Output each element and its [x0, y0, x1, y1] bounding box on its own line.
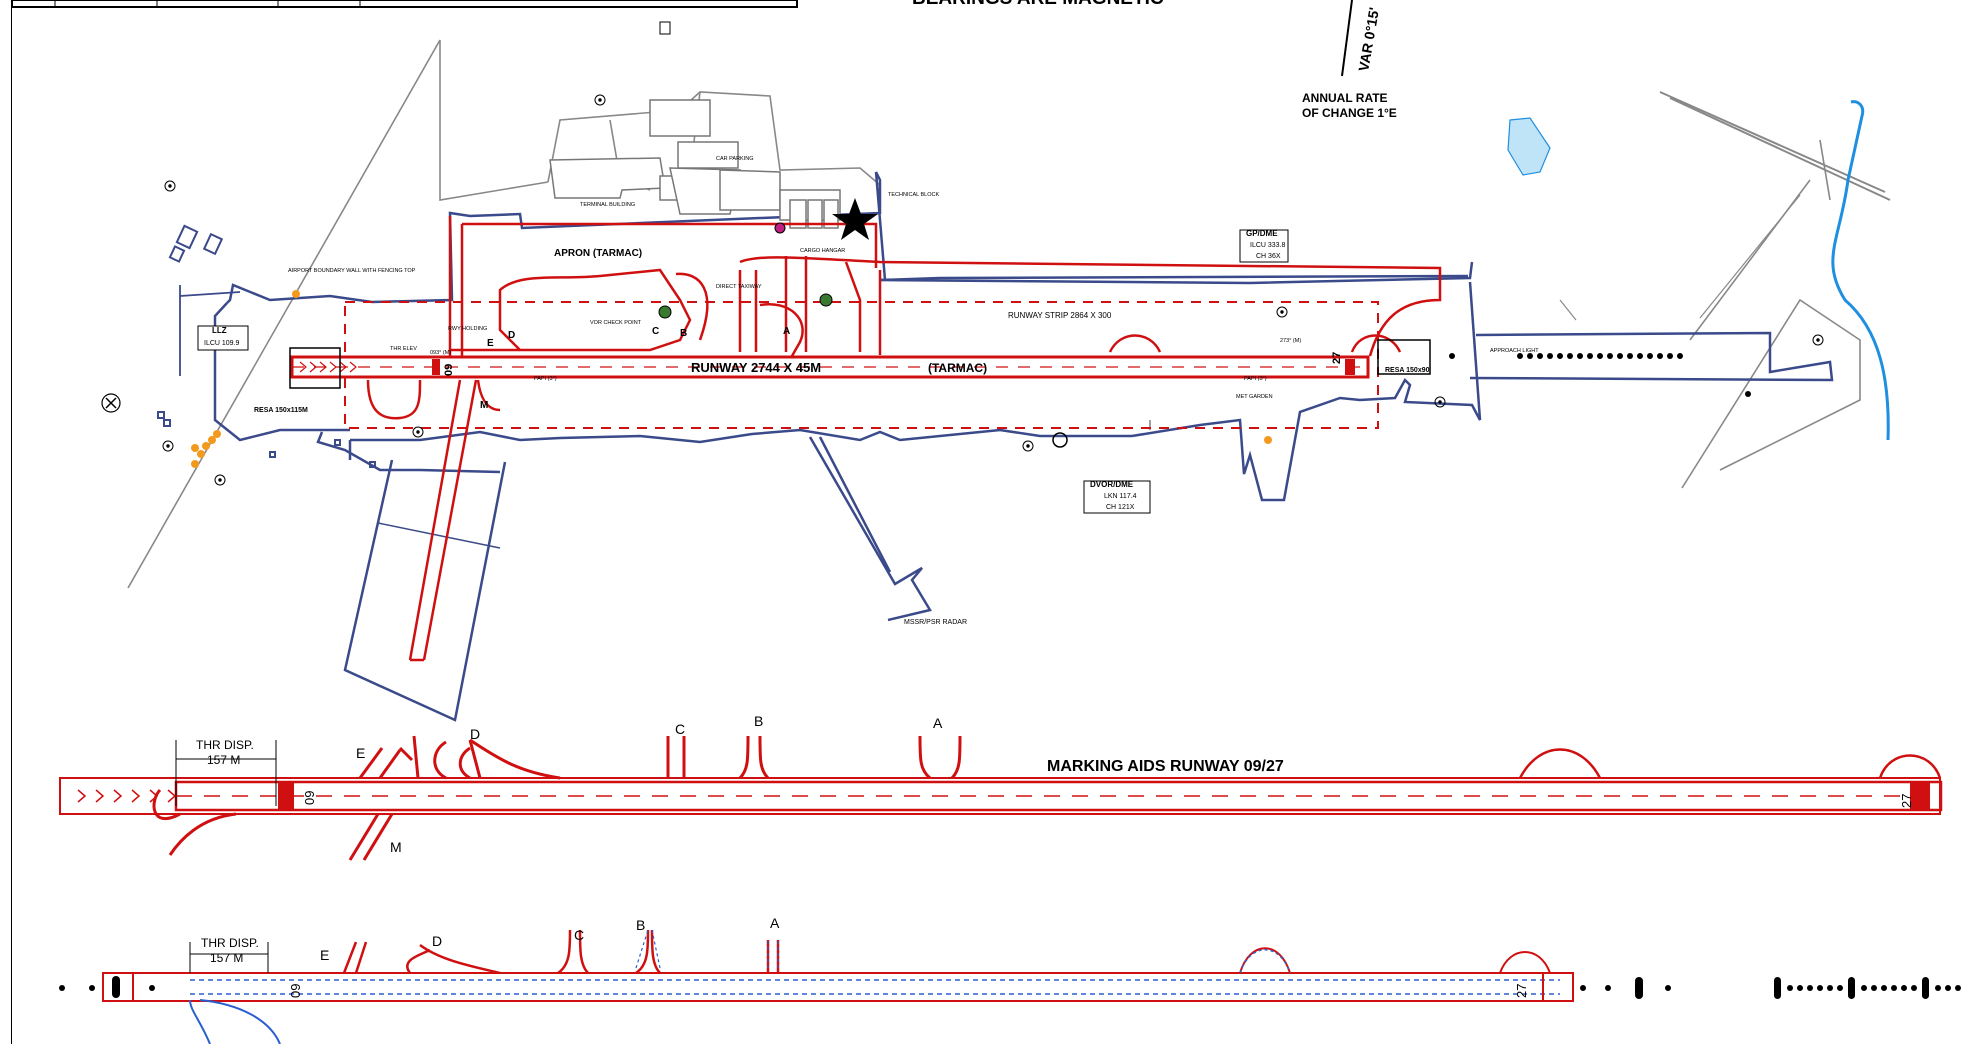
llz-freq: ILCU 109.9 — [204, 340, 240, 347]
heading-09-label: 093° (M) — [430, 350, 451, 356]
lighting-thr-disp: THR DISP. — [201, 936, 259, 950]
boundary-wall-label: AIRPORT BOUNDARY WALL WITH FENCING TOP — [288, 268, 416, 274]
resa-east-label: RESA 150x90 — [1385, 367, 1430, 374]
marking-twy-e: E — [356, 745, 365, 761]
marking-aids-title: MARKING AIDS RUNWAY 09/27 — [1047, 758, 1284, 775]
marking-thr-disp: THR DISP. — [196, 738, 254, 752]
lighting-twy-c: C — [574, 927, 584, 943]
vor-check-label: VOR CHECK POINT — [590, 320, 642, 326]
runway-strip-label: RUNWAY STRIP 2864 X 300 — [1008, 311, 1112, 320]
technical-block-label: TECHNICAL BLOCK — [888, 192, 939, 198]
marking-rwy-09: 09 — [302, 791, 317, 805]
small-buildings-west — [157, 224, 376, 468]
marking-twy-m: M — [390, 839, 402, 855]
radar-label: MSSR/PSR RADAR — [904, 619, 967, 626]
marking-twy-a: A — [933, 715, 943, 731]
lighting-twy-b: B — [636, 917, 645, 933]
marking-twy-c: C — [675, 721, 685, 737]
magnetic-variation: VAR 0°15' ANNUAL RATE OF CHANGE 1°E — [1302, 0, 1397, 120]
gp-title: GP/DME — [1246, 229, 1278, 238]
lighting-twy-d: D — [432, 933, 442, 949]
lighting-rwy-27: 27 — [1514, 984, 1529, 998]
llz-box: LLZ ILCU 109.9 — [197, 325, 249, 351]
gp-freq: ILCU 333.8 — [1250, 242, 1286, 249]
terminal-buildings — [549, 99, 841, 229]
marking-aids-diagram — [59, 735, 1943, 861]
runway-label: RUNWAY 2744 X 45M — [691, 360, 821, 375]
resa-west-box — [289, 347, 341, 389]
marking-twy-d: D — [470, 726, 480, 742]
outer-fence-west — [179, 285, 241, 376]
direct-twy-label: DIRECT TAXIWAY — [716, 284, 762, 290]
lighting-twy-letters: E D C B A — [320, 915, 780, 963]
lighting-approach-lights — [59, 977, 1961, 999]
map-twy-c: C — [652, 326, 659, 337]
marking-rwy-27: 27 — [1899, 794, 1914, 808]
gp-ch: CH 36X — [1256, 253, 1281, 260]
frame-left-border — [11, 0, 12, 1044]
dvor-freq: LKN 117.4 — [1104, 493, 1137, 500]
resa-east-box — [1377, 339, 1431, 375]
marking-twy-b: B — [754, 713, 763, 729]
navaid-symbols — [101, 21, 1068, 448]
heading-27-label: 273° (M) — [1280, 338, 1301, 344]
gp-dme-box: GP/DME ILCU 333.8 CH 36X — [1239, 229, 1289, 263]
map-taxiway-letters: M E D C B A — [480, 326, 790, 411]
map-small-labels: PAPI (3°) PAPI (3°) 093° (M) 273° (M) TH… — [288, 156, 1539, 400]
lighting-thr-dist: 157 M — [210, 951, 243, 965]
lighting-aids-diagram — [102, 929, 1574, 1044]
papi-27-label: PAPI (3°) — [1244, 376, 1267, 382]
llz-title: LLZ — [212, 326, 227, 335]
marking-twy-letters: E D C B A M — [356, 713, 943, 855]
runway-end-09: 09 — [443, 364, 455, 376]
runway-surface-label: (TARMAC) — [928, 361, 987, 375]
map-twy-a: A — [783, 326, 790, 337]
rwy-holding-label: RWY HOLDING — [448, 326, 487, 332]
map-twy-e: E — [487, 338, 494, 349]
aerodrome-reference-star-icon — [832, 198, 878, 240]
chart-title-fragment: BEARINGS ARE MAGNETIC — [912, 0, 1164, 9]
road-label-grid — [1559, 194, 1801, 321]
lighting-twy-e: E — [320, 947, 329, 963]
approach-lights-map — [1449, 353, 1751, 397]
cargo-hangar-label: CARGO HANGAR — [800, 248, 845, 254]
apron-label: APRON (TARMAC) — [554, 248, 642, 259]
map-twy-d: D — [508, 330, 515, 341]
map-twy-b: B — [680, 328, 687, 339]
taxiway-system — [366, 216, 1442, 662]
annual-rate-line1: ANNUAL RATE — [1302, 91, 1388, 105]
river — [1831, 100, 1890, 441]
papi-09-label: PAPI (3°) — [534, 376, 557, 382]
dvor-dme-box: DVOR/DME LKN 117.4 CH 121X — [1083, 480, 1151, 514]
pond — [1507, 117, 1551, 176]
runway-09-27 — [290, 355, 1370, 379]
boundary-south-extension — [316, 431, 932, 722]
beacon-icon — [659, 21, 671, 35]
approach-light-label: APPROACH LIGHT — [1490, 348, 1539, 354]
lighting-twy-a: A — [770, 915, 780, 931]
lighting-rwy-09: 09 — [288, 984, 303, 998]
obstacle-markers — [162, 94, 1824, 486]
var-label: VAR 0°15' — [1355, 6, 1382, 72]
met-garden-label: MET GARDEN — [1236, 394, 1273, 400]
runway-end-27: 27 — [1331, 352, 1343, 364]
car-parking-label: CAR PARKING — [716, 156, 754, 162]
thr-elev-label: THR ELEV — [390, 346, 417, 352]
map-twy-m: M — [480, 400, 488, 411]
wind-indicator-icon — [105, 397, 117, 409]
marking-thr-dist: 157 M — [207, 753, 240, 767]
dvor-title: DVOR/DME — [1090, 480, 1134, 489]
airport-boundary — [213, 171, 1834, 502]
dvor-ch: CH 121X — [1106, 504, 1135, 511]
annual-rate-line2: OF CHANGE 1°E — [1302, 106, 1397, 120]
resa-west-label: RESA 150x115M — [254, 407, 308, 414]
legend-table-fragment — [11, 0, 798, 8]
obstruction-lights — [191, 290, 1272, 468]
terminal-building-label: TERMINAL BUILDING — [580, 202, 635, 208]
